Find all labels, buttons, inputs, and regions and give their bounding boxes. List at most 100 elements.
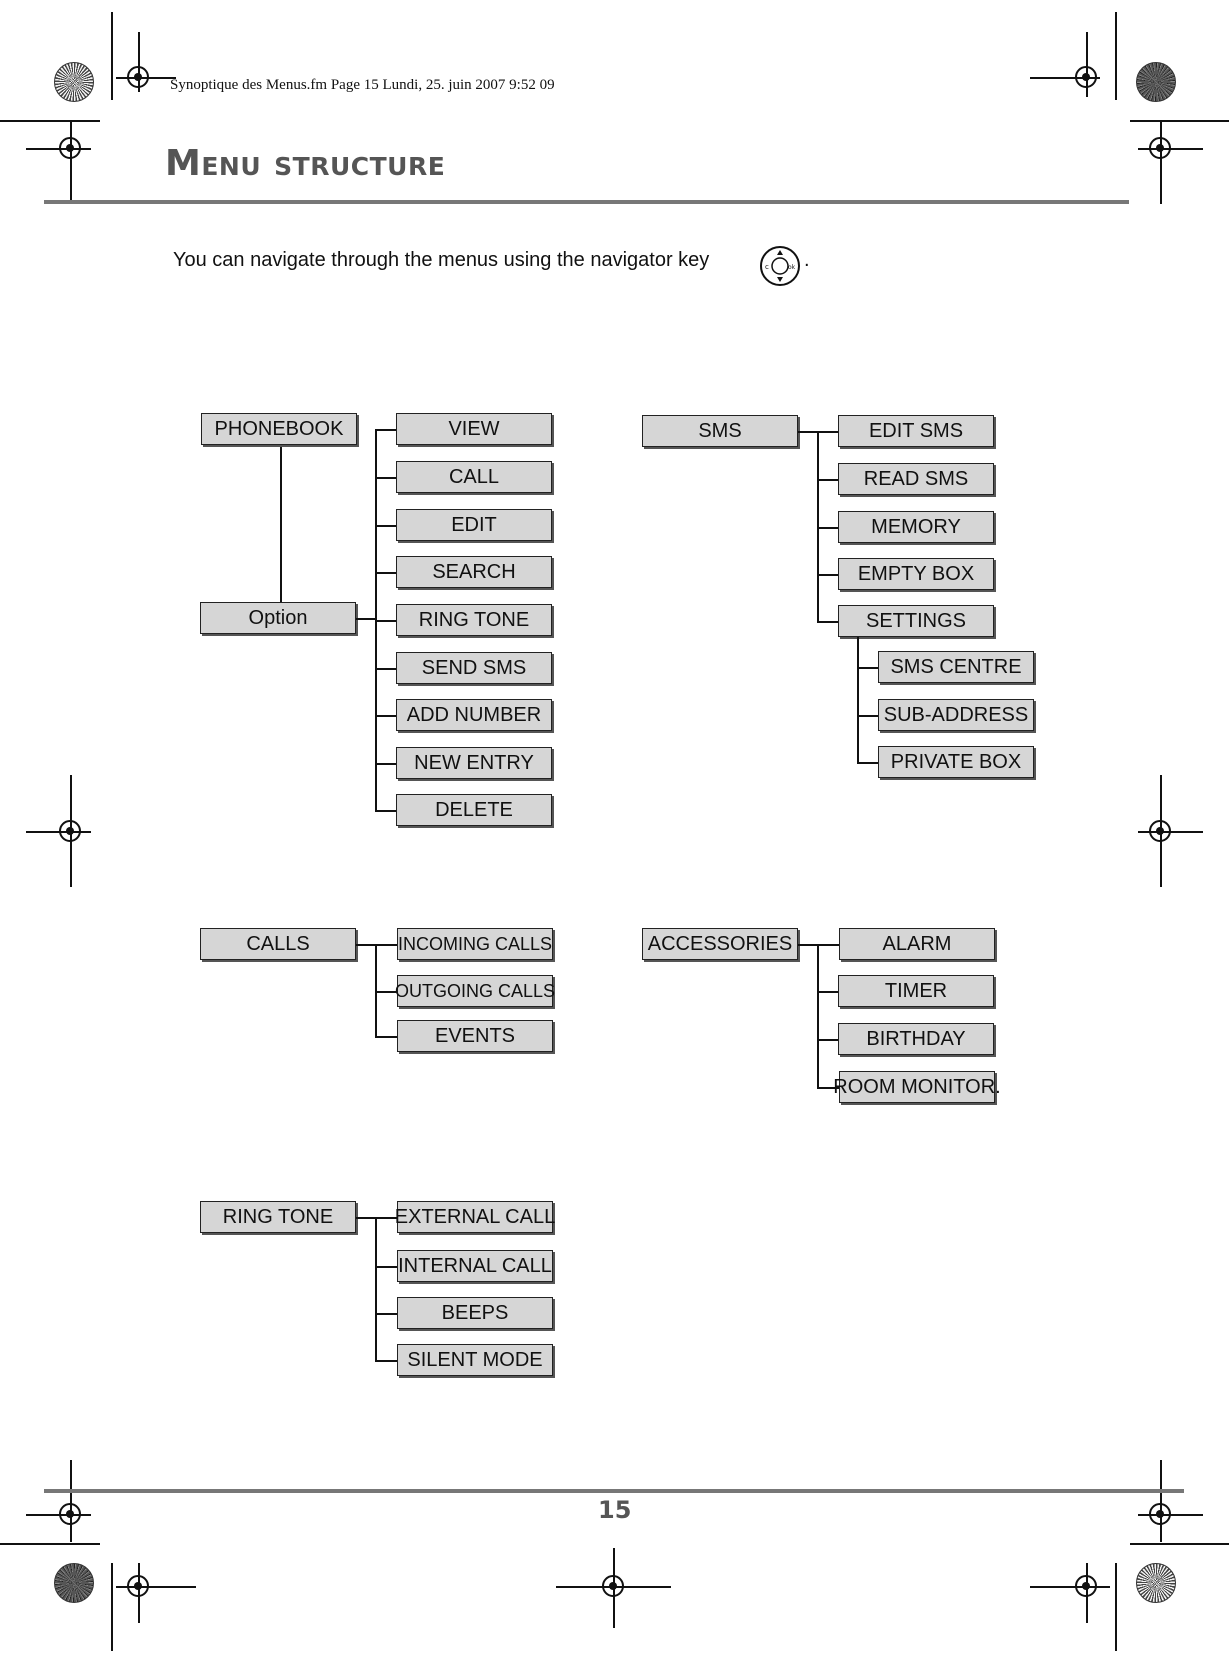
registration-line — [1030, 1586, 1110, 1588]
registration-mark-icon — [124, 1572, 152, 1600]
title-rule — [44, 200, 1129, 204]
intro-text: You can navigate through the menus using… — [173, 249, 709, 272]
registration-line — [70, 122, 72, 204]
registration-mark-icon — [56, 1500, 84, 1528]
menu-item-alarm[interactable]: ALARM — [839, 928, 995, 960]
connector-line — [817, 944, 839, 946]
menu-item-new-entry[interactable]: NEW ENTRY — [396, 747, 552, 779]
registration-mark-icon — [1072, 1572, 1100, 1600]
connector-line — [375, 1313, 397, 1315]
menu-item-internal-call[interactable]: INTERNAL CALL — [397, 1250, 553, 1282]
connector-line — [817, 479, 839, 481]
intro-sentence: You can navigate through the menus using… — [173, 249, 710, 271]
connector-line — [375, 525, 397, 527]
menu-item-timer[interactable]: TIMER — [838, 975, 994, 1007]
crop-line — [111, 12, 113, 100]
connector-line — [817, 527, 839, 529]
menu-item-settings[interactable]: SETTINGS — [838, 605, 994, 637]
color-bar-disc-icon — [54, 1563, 94, 1603]
connector-line — [280, 446, 282, 602]
connector-line — [375, 1036, 397, 1038]
menu-phonebook[interactable]: PHONEBOOK — [201, 413, 357, 445]
crop-line — [1130, 1543, 1229, 1545]
menu-item-search[interactable]: SEARCH — [396, 556, 552, 588]
connector-line — [375, 763, 397, 765]
menu-item-external-call[interactable]: EXTERNAL CALL — [395, 1201, 555, 1233]
page-number: 15 — [598, 1496, 632, 1524]
connector-line — [857, 715, 879, 717]
crop-line — [111, 1563, 113, 1651]
menu-item-edit[interactable]: EDIT — [396, 509, 552, 541]
registration-line — [70, 1460, 72, 1542]
menu-item-read-sms[interactable]: READ SMS — [838, 463, 994, 495]
menu-calls[interactable]: CALLS — [200, 928, 356, 960]
menu-accessories[interactable]: ACCESSORIES — [642, 928, 798, 960]
menu-item-events[interactable]: EVENTS — [397, 1020, 553, 1052]
nav-key-right-letter: ok — [788, 264, 796, 271]
registration-line — [116, 1586, 196, 1588]
connector-line — [857, 762, 879, 764]
registration-mark-icon — [1146, 1500, 1174, 1528]
intro-period: . — [804, 249, 810, 271]
menu-item-outgoing-calls[interactable]: OUTGOING CALLS — [395, 975, 555, 1007]
registration-mark-icon — [1146, 817, 1174, 845]
connector-line — [375, 429, 377, 810]
menu-item-beeps[interactable]: BEEPS — [397, 1297, 553, 1329]
menu-item-memory[interactable]: MEMORY — [838, 511, 994, 543]
connector-line — [375, 810, 397, 812]
menu-item-edit-sms[interactable]: EDIT SMS — [838, 415, 994, 447]
connector-line — [375, 991, 397, 993]
menu-sms[interactable]: SMS — [642, 415, 798, 447]
registration-line — [26, 1514, 91, 1516]
color-bar-disc-icon — [1136, 1563, 1176, 1603]
menu-item-delete[interactable]: DELETE — [396, 794, 552, 826]
connector-line — [375, 620, 397, 622]
registration-mark-icon — [124, 63, 152, 91]
connector-line — [375, 944, 377, 1036]
registration-line — [138, 32, 140, 92]
menu-ring-tone[interactable]: RING TONE — [200, 1201, 356, 1233]
menu-item-sms-centre[interactable]: SMS CENTRE — [878, 651, 1034, 683]
connector-line — [817, 944, 819, 1087]
menu-item-private-box[interactable]: PRIVATE BOX — [878, 746, 1034, 778]
menu-item-ring-tone[interactable]: RING TONE — [396, 604, 552, 636]
print-header: Synoptique des Menus.fm Page 15 Lundi, 2… — [170, 77, 555, 93]
menu-item-call[interactable]: CALL — [396, 461, 552, 493]
connector-line — [375, 572, 397, 574]
registration-mark-icon — [56, 817, 84, 845]
menu-item-silent-mode[interactable]: SILENT MODE — [397, 1344, 553, 1376]
connector-line — [817, 574, 839, 576]
crop-line — [1115, 12, 1117, 100]
connector-line — [375, 668, 397, 670]
registration-line — [1086, 32, 1088, 97]
connector-line — [356, 1217, 376, 1219]
connector-line — [375, 1217, 377, 1360]
registration-mark-icon — [56, 134, 84, 162]
connector-line — [817, 431, 819, 621]
crop-line — [0, 120, 100, 122]
crop-line — [1115, 1563, 1117, 1651]
menu-item-room-monitor[interactable]: ROOM MONITOR. — [833, 1071, 1001, 1103]
menu-item-empty-box[interactable]: EMPTY BOX — [838, 558, 994, 590]
color-bar-disc-icon — [1136, 62, 1176, 102]
crop-line — [1130, 120, 1229, 122]
connector-line — [817, 991, 839, 993]
registration-line — [1160, 1460, 1162, 1542]
menu-item-send-sms[interactable]: SEND SMS — [396, 652, 552, 684]
registration-mark-icon — [599, 1572, 627, 1600]
menu-item-view[interactable]: VIEW — [396, 413, 552, 445]
menu-item-sub-address[interactable]: SUB-ADDRESS — [878, 699, 1034, 731]
connector-line — [375, 715, 397, 717]
menu-phonebook-option[interactable]: Option — [200, 602, 356, 634]
menu-item-incoming-calls[interactable]: INCOMING CALLS — [397, 928, 553, 960]
menu-item-birthday[interactable]: BIRTHDAY — [838, 1023, 994, 1055]
registration-mark-icon — [1072, 63, 1100, 91]
crop-line — [0, 1543, 100, 1545]
registration-line — [1160, 122, 1162, 204]
connector-line — [817, 431, 839, 433]
menu-item-add-number[interactable]: ADD NUMBER — [396, 699, 552, 731]
connector-line — [817, 1087, 839, 1089]
registration-line — [1030, 77, 1100, 79]
color-bar-disc-icon — [54, 62, 94, 102]
